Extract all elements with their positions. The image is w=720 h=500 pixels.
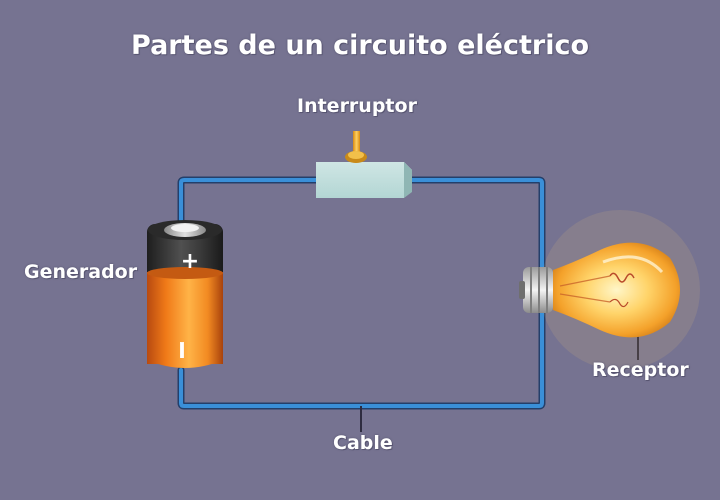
cable-label: Cable xyxy=(333,432,393,454)
wire-circuit xyxy=(177,176,546,410)
diagram-title: Partes de un circuito eléctrico xyxy=(131,30,589,61)
generator-label: Generador xyxy=(24,261,138,283)
switch xyxy=(316,131,412,198)
battery-positive-symbol: + xyxy=(181,249,199,274)
battery xyxy=(147,220,223,368)
battery-negative-symbol: I xyxy=(179,339,185,363)
light-bulb xyxy=(519,210,700,370)
receiver-label: Receptor xyxy=(592,359,689,381)
switch-label: Interruptor xyxy=(297,95,417,117)
